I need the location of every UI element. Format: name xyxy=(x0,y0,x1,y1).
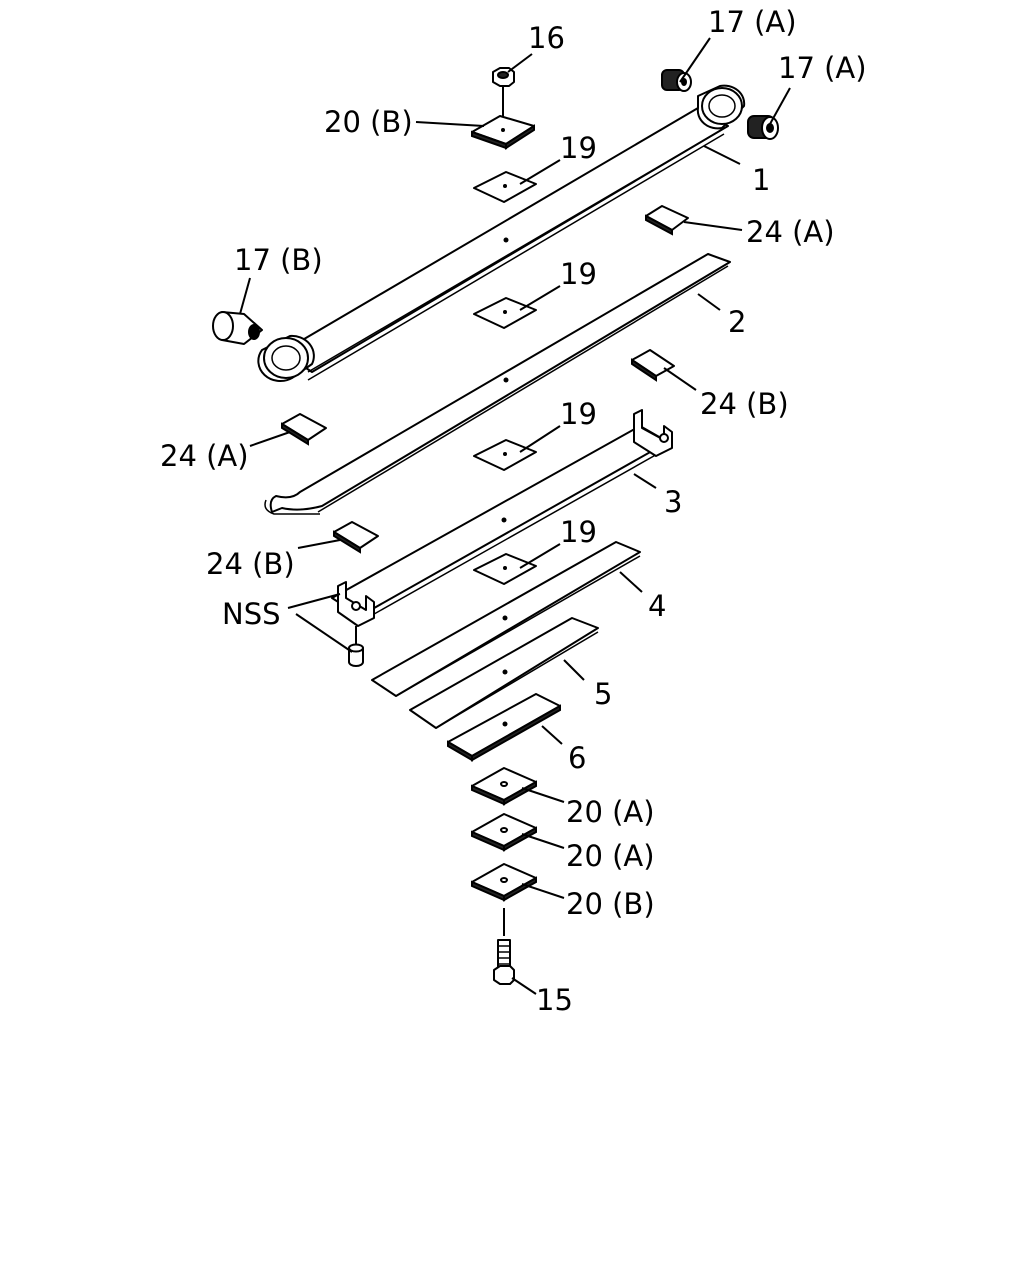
label-20b-top: 20 (B) xyxy=(324,105,413,139)
part-19-plate-4 xyxy=(473,553,537,585)
label-1: 1 xyxy=(752,163,770,197)
part-5-leaf xyxy=(409,617,599,729)
part-24a-right-pad xyxy=(645,205,689,236)
part-1-main-leaf xyxy=(257,84,746,383)
part-19-plate-3 xyxy=(473,439,537,471)
label-3: 3 xyxy=(664,485,682,519)
label-19-second: 19 xyxy=(560,257,597,291)
label-24b-right: 24 (B) xyxy=(700,387,789,421)
label-16: 16 xyxy=(528,21,565,55)
label-6: 6 xyxy=(568,741,586,775)
part-17a-right-bushing xyxy=(747,115,779,140)
label-24b-left: 24 (B) xyxy=(206,547,295,581)
label-2: 2 xyxy=(728,305,746,339)
part-4-leaf xyxy=(371,541,641,697)
part-17b-bushing xyxy=(212,311,263,345)
part-17a-top-bushing xyxy=(661,69,692,92)
label-nss: NSS xyxy=(222,597,281,631)
label-20b-bottom: 20 (B) xyxy=(566,887,655,921)
label-19-first: 19 xyxy=(560,131,597,165)
part-20b-top-plate xyxy=(471,115,535,150)
part-3-third-leaf xyxy=(331,409,673,627)
part-6-leaf xyxy=(447,693,561,762)
label-17b: 17 (B) xyxy=(234,243,323,277)
part-24a-left-pad xyxy=(281,413,327,446)
part-20a-plate-2 xyxy=(471,813,537,852)
part-24b-right-pad xyxy=(631,349,675,382)
label-24a-left: 24 (A) xyxy=(160,439,249,473)
label-19-fourth: 19 xyxy=(560,515,597,549)
label-19-third: 19 xyxy=(560,397,597,431)
label-20a-first: 20 (A) xyxy=(566,795,655,829)
part-19-plate-1 xyxy=(473,171,537,203)
label-15: 15 xyxy=(536,983,573,1017)
part-2-second-leaf xyxy=(264,253,731,515)
part-20a-plate-1 xyxy=(471,767,537,806)
callout-labels: 16 17 (A) 17 (A) 20 (B) 19 1 24 (A) 17 (… xyxy=(160,5,867,1017)
label-17a-top: 17 (A) xyxy=(708,5,797,39)
leader-lines xyxy=(239,37,791,995)
label-5: 5 xyxy=(594,677,612,711)
part-19-plate-2 xyxy=(473,297,537,329)
part-24b-left-pad xyxy=(333,521,379,554)
part-15-bolt xyxy=(493,908,515,985)
label-4: 4 xyxy=(648,589,666,623)
label-20a-second: 20 (A) xyxy=(566,839,655,873)
part-20b-bottom-plate xyxy=(471,863,537,902)
nss-rivet xyxy=(348,626,364,667)
label-17a-right: 17 (A) xyxy=(778,51,867,85)
label-24a-right: 24 (A) xyxy=(746,215,835,249)
